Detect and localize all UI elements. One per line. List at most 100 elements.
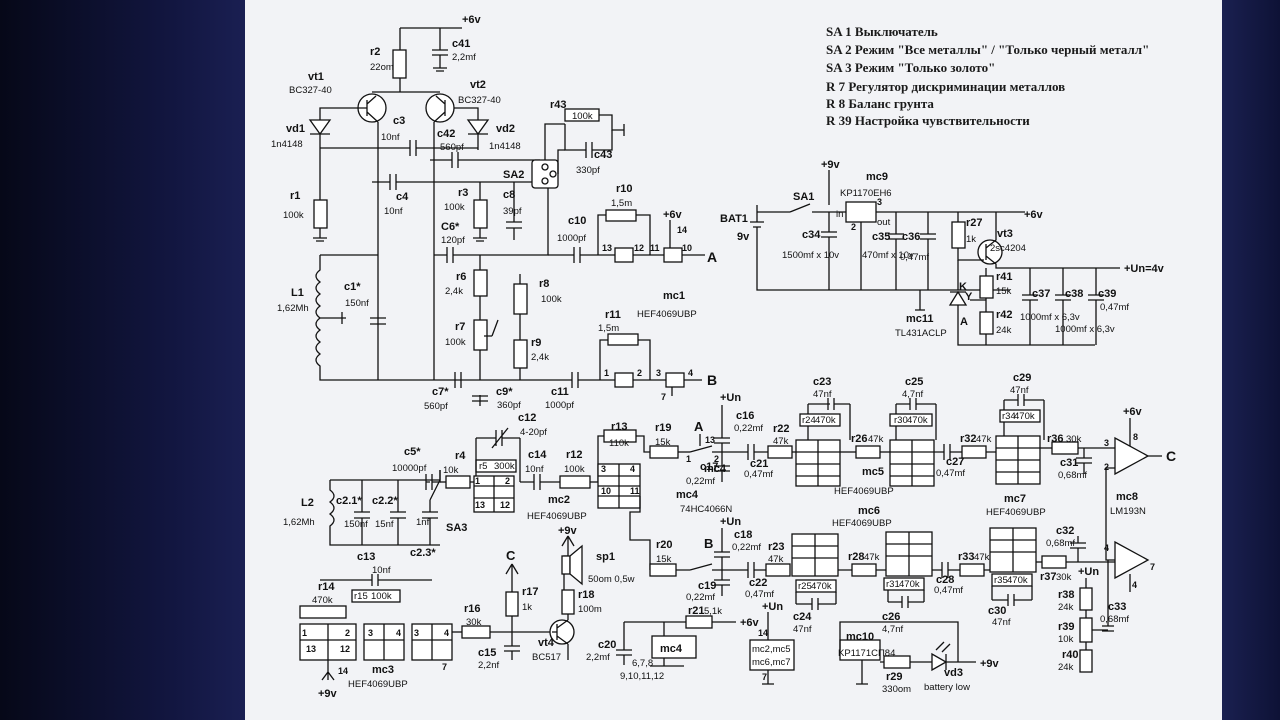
label-c21s: c2.1* [336,495,362,507]
label-c17-value: 0,22mf [686,476,715,487]
label-c13: c13 [357,551,375,563]
label-c20-value: 2,2mf [586,652,610,663]
label-mc2-type: HEF4069UBP [527,511,587,522]
resistor-r41 [979,275,994,299]
label-mc11: mc11 [906,313,934,325]
inverter-11-10 [663,247,683,263]
label-out-b: B [707,372,717,388]
label-sa2: SA2 [503,169,524,181]
label-c23s: c2.3* [410,547,436,559]
label-pin-2: 2 [851,222,856,232]
label-r32-value: 47k [976,434,992,445]
label-c25: c25 [905,376,923,388]
label-c17: c17 [700,461,718,473]
label-r2: r2 [370,46,380,58]
resistor-r27 [951,221,966,249]
resistor-r42 [979,311,994,335]
resistor-r32 [961,445,987,459]
resistor-r40 [1079,649,1093,673]
label-c5: c5* [404,446,421,458]
label-c37-value: 1000mf x 6,3v [1020,312,1080,323]
label-c32: c32 [1056,525,1074,537]
label-r31: r31 [886,579,900,590]
label-r3: r3 [458,187,468,199]
pin-mc8-7: 7 [1150,562,1155,572]
label-c38-value: 1000mf x 6,3v [1055,324,1115,335]
label-c19: c19 [698,580,716,592]
label-r36-value: 30k [1066,434,1082,445]
pin-mc8-4: 4 [1132,580,1137,590]
label-un-b: +Un [720,516,741,528]
resistor-r17 [505,591,519,617]
label-r13-value: 110k [609,438,629,449]
resistor-r37 [1041,555,1067,569]
label-mc4-pins1: 6,7,8 [632,658,653,669]
label-mc4-type: 74HC4066N [680,504,732,515]
pin-13: 13 [602,243,612,253]
label-sa1: SA1 [793,191,814,203]
label-r36: r36 [1047,433,1064,445]
resistor-r34 [999,409,1041,423]
pin-mc2-2: 2 [505,476,510,486]
regulator-mc9 [845,201,877,223]
label-r5-value: 300k [494,461,515,472]
label-r31-value: 470k [899,579,920,590]
label-r40: r40 [1062,649,1079,661]
label-mc10-type: KP1171CП84 [838,648,895,659]
receiver-input-block: L2 1,62Mh c2.1* 150nf c2.2* 15nf 1nf SA3… [283,412,651,570]
label-c3-value: 10nf [381,132,400,143]
label-r6-value: 2,4k [445,286,463,297]
label-r9-value: 2,4k [531,352,549,363]
label-c33: c33 [1108,601,1126,613]
inverter-3-4 [665,372,685,388]
label-c29: c29 [1013,372,1031,384]
pin-14: 14 [677,225,687,235]
label-r1: r1 [290,190,300,202]
label-c20: c20 [598,639,616,651]
label-vt4-type: BC517 [532,652,561,663]
label-c35-value: 470mf x 10v [862,250,914,261]
label-r38-value: 24k [1058,602,1074,613]
label-c42: c42 [437,128,455,140]
label-r27: r27 [966,217,983,229]
label-r8: r8 [539,278,549,290]
label-c38: c38 [1065,288,1083,300]
label-c15-value: 2,2nf [478,660,499,671]
label-r30-value: 470k [907,415,928,426]
pin-mc3-7: 7 [442,662,447,672]
dark-background-right [1222,0,1280,720]
resistor-r29 [883,655,911,669]
label-c11-value: 1000pf [545,400,574,411]
resistor-r15 [351,589,401,603]
pin-mc2-9: 10 [601,486,611,496]
resistor-r2 [392,49,407,79]
label-r33-value: 47k [974,552,990,563]
legend-line-2: SA 2 Режим "Все металлы" / "Только черны… [826,42,1149,57]
label-r24: r24 [802,415,816,426]
schematic-sheet: SA 1 Выключатель SA 2 Режим "Все металлы… [245,0,1222,720]
label-r24-value: 470k [815,415,836,426]
label-r18-value: 100m [578,604,602,615]
resistor-r28 [851,563,877,577]
label-r21: r21 [688,605,705,617]
label-c18-value: 0,22mf [732,542,761,553]
label-mc3: mc3 [372,664,394,676]
label-c13-value: 10nf [372,565,391,576]
label-r4-value: 10k [443,465,459,476]
reference-mc11 [948,290,968,306]
label-c39-value: 0,47mf [1100,302,1129,313]
switch-mc4-a [689,434,740,453]
label-battery-low: battery low [924,682,970,693]
resistor-r20 [649,563,677,577]
label-mc9-type: KP1170EH6 [840,188,892,199]
label-r23: r23 [768,541,785,553]
label-r20-value: 15k [656,554,672,565]
pin-10: 10 [682,243,692,253]
pin-mc3-6: 4 [444,628,449,638]
resistor-r30 [889,413,933,427]
resistor-r4 [445,475,471,489]
pin-mc3-14: 14 [338,666,348,676]
resistor-r6 [473,269,488,297]
pin-mc3-1: 1 [302,628,307,638]
label-out: out [877,217,891,228]
